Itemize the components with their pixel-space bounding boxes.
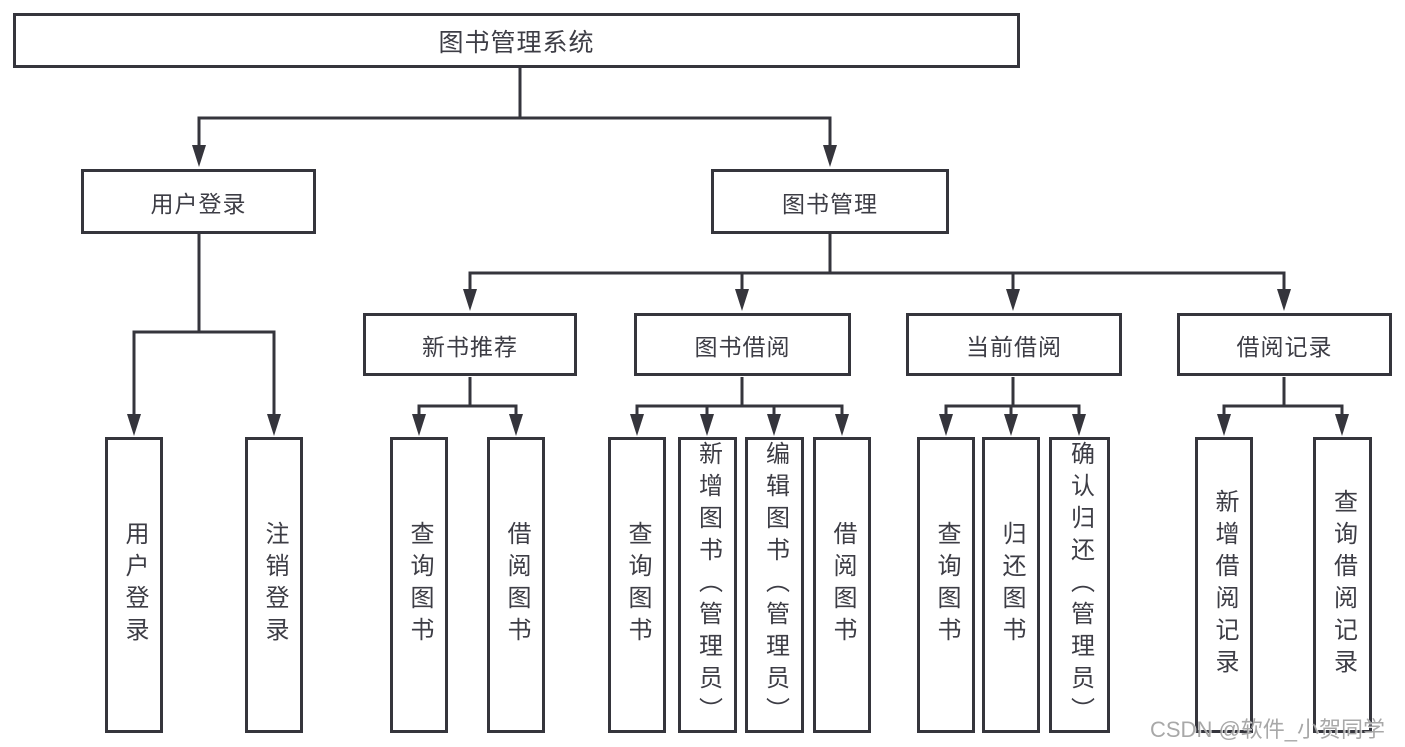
node-leaf-add-books-admin: 新增图书（管理员） [678,437,737,733]
arrowheads [127,145,1349,436]
node-label: 当前借阅 [966,333,1062,360]
node-label: 图书借阅 [694,333,791,360]
node-label: 确认归还（管理员） [1066,441,1094,729]
node-label: 查询图书 [406,521,433,649]
node-label: 新增借阅记录 [1211,489,1238,681]
node-leaf-query-books-3: 查询图书 [917,437,975,733]
node-leaf-query-books-1: 查询图书 [390,437,448,733]
node-leaf-edit-books-admin: 编辑图书（管理员） [745,437,804,733]
node-label: 图书管理 [782,190,878,217]
node-label: 注销登录 [261,521,288,649]
csdn-watermark: CSDN @软件_小贺同学 [1150,717,1386,742]
node-leaf-return-books: 归还图书 [982,437,1040,733]
tree-connector-path [132,68,1344,416]
node-leaf-borrow-books-1: 借阅图书 [487,437,545,733]
node-current-borrowing: 当前借阅 [906,313,1122,376]
node-label: 查询图书 [933,521,960,649]
node-label: 查询借阅记录 [1329,489,1357,681]
node-user-login: 用户登录 [81,169,316,234]
node-label: 查询图书 [624,521,651,649]
node-book-borrowing: 图书借阅 [634,313,851,376]
node-label: 编辑图书（管理员） [761,441,789,729]
node-leaf-query-borrow-record: 查询借阅记录 [1313,437,1372,733]
node-leaf-add-borrow-record: 新增借阅记录 [1195,437,1253,733]
node-label: 用户登录 [121,521,148,649]
node-leaf-user-login: 用户登录 [105,437,163,733]
node-leaf-borrow-books-2: 借阅图书 [813,437,871,733]
node-label: 图书管理系统 [438,28,595,57]
node-label: 用户登录 [150,190,247,217]
node-book-management: 图书管理 [711,169,949,234]
node-label: 借阅图书 [829,521,856,649]
node-label: 借阅图书 [503,521,530,649]
node-label: 新书推荐 [422,333,518,360]
node-borrow-records: 借阅记录 [1177,313,1392,376]
node-label: 新增图书（管理员） [694,441,722,729]
node-new-book-recommend: 新书推荐 [363,313,577,376]
node-label: 归还图书 [998,521,1025,649]
node-label: 借阅记录 [1236,333,1333,360]
node-library-management-system: 图书管理系统 [13,13,1020,68]
node-leaf-logout: 注销登录 [245,437,303,733]
node-leaf-query-books-2: 查询图书 [608,437,666,733]
node-leaf-confirm-return-admin: 确认归还（管理员） [1049,437,1110,733]
